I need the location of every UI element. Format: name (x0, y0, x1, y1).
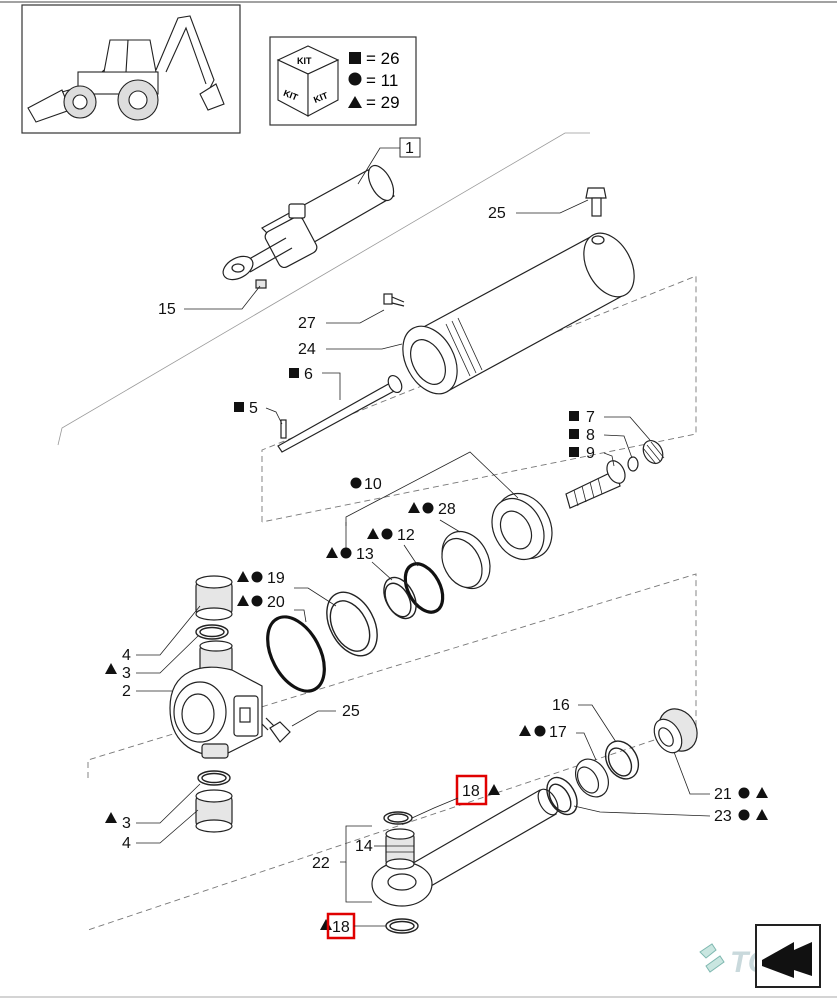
logo-mark-icon (699, 943, 725, 973)
callout-box-1 (399, 137, 421, 158)
callout-25-side: 25 (342, 703, 360, 720)
triangle-symbol-icon (348, 96, 362, 108)
legend-triangle-row: = 29 (348, 93, 400, 112)
callout-3-top: 3 (122, 665, 131, 682)
callout-5: 5 (249, 400, 258, 417)
cylinder-assembly (222, 164, 395, 289)
callout-1: 1 (405, 140, 414, 157)
machine-thumbnail (21, 4, 241, 134)
callout-15: 15 (158, 301, 176, 318)
callout-4-bottom: 4 (122, 835, 131, 852)
bushing-4-top (195, 575, 233, 621)
callout-8: 8 (586, 427, 595, 444)
callout-27: 27 (298, 315, 316, 332)
callout-22: 22 (312, 855, 330, 872)
callout-19: 19 (267, 570, 285, 587)
cylinder-barrel-24 (402, 232, 635, 395)
kit-legend: KIT KIT KIT = 26 = 11 = 29 (269, 36, 417, 126)
callout-6: 6 (304, 366, 313, 383)
callout-16: 16 (552, 697, 570, 714)
valve-group (565, 439, 665, 509)
legend-circle-row: = 11 (348, 71, 398, 90)
legend-square-row: = 26 (349, 49, 400, 68)
assembly-outline (57, 132, 590, 446)
circle-symbol-icon (348, 72, 362, 86)
oring-20 (266, 615, 326, 693)
ring-18-lower (385, 918, 419, 934)
bolt-25-side (261, 717, 291, 743)
callout-23: 23 (714, 808, 732, 825)
legend-triangle-value: = 29 (366, 93, 400, 112)
callout-7: 7 (586, 409, 595, 426)
callout-4-top: 4 (122, 647, 131, 664)
callout-2: 2 (122, 683, 131, 700)
cylinder-head-2 (169, 640, 263, 759)
oring-12 (403, 562, 445, 614)
bushing-21 (653, 708, 698, 754)
pin-5 (280, 419, 287, 439)
bolt-25-top (585, 187, 607, 217)
ring-19 (326, 591, 378, 657)
rod-6 (277, 374, 403, 453)
dashed-group-upper (261, 275, 697, 523)
callout-13: 13 (356, 546, 374, 563)
bushing-14 (385, 828, 415, 870)
rod-eye (371, 861, 433, 907)
bushing-4-bottom (195, 789, 233, 833)
screw-27 (383, 293, 405, 307)
callout-18-upper: 18 (462, 783, 480, 800)
dashed-group-lower (87, 573, 697, 931)
callout-28: 28 (438, 501, 456, 518)
callout-17: 17 (549, 724, 567, 741)
backhoe-loader-icon (27, 15, 225, 123)
ring-17 (575, 758, 609, 798)
legend-square-value: = 26 (366, 49, 400, 68)
callout-25-top: 25 (488, 205, 506, 222)
ring-3-top (195, 624, 229, 640)
next-page-icon[interactable] (755, 924, 821, 988)
callout-3-bottom: 3 (122, 815, 131, 832)
callout-9: 9 (586, 445, 595, 462)
highlight-18-upper (455, 774, 488, 806)
callout-21: 21 (714, 786, 732, 803)
square-symbol-icon (349, 52, 361, 64)
ring-3-bottom (197, 770, 231, 786)
callout-20: 20 (267, 594, 285, 611)
ring-18-upper (383, 811, 413, 825)
callout-10: 10 (364, 476, 382, 493)
callout-14: 14 (355, 838, 373, 855)
kit-label-top: KIT (297, 56, 312, 66)
legend-circle-value: = 11 (366, 71, 398, 90)
callout-18-lower: 18 (332, 919, 350, 936)
ring-16 (604, 740, 640, 780)
piston-28 (491, 492, 553, 561)
wear-ring-sleeve (441, 530, 491, 590)
callout-24: 24 (298, 341, 316, 358)
callout-12: 12 (397, 527, 415, 544)
ring-23 (546, 776, 578, 816)
kit-box-icon: KIT KIT KIT (276, 45, 340, 117)
